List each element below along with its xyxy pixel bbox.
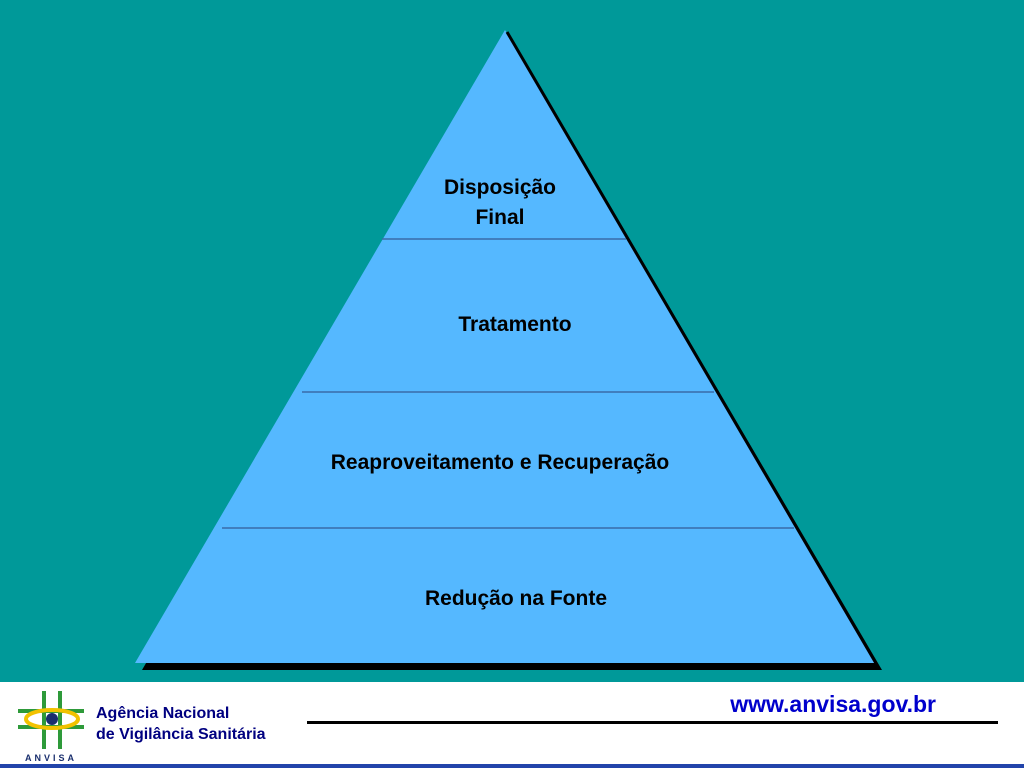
agency-name: Agência Nacional de Vigilância Sanitária <box>96 703 266 745</box>
level-label-line2: Final <box>475 206 525 229</box>
footer: ANVISA Agência Nacional de Vigilância Sa… <box>0 682 1024 768</box>
pyramid-body <box>135 30 875 663</box>
level-reducao-fonte: Redução na Fonte <box>424 587 608 610</box>
anvisa-logo: ANVISA <box>18 691 84 763</box>
agency-name-line1: Agência Nacional <box>96 705 230 722</box>
pyramid-diagram <box>135 30 882 670</box>
svg-text:ANVISA: ANVISA <box>25 753 77 763</box>
level-tratamento: Tratamento <box>458 313 572 336</box>
level-disposicao-final: Disposição Final <box>412 173 588 233</box>
slide-area: Disposição Final Tratamento Reaproveitam… <box>0 0 1024 682</box>
level-label-line1: Disposição <box>443 176 557 199</box>
footer-divider <box>307 721 998 724</box>
pyramid-right-edge <box>505 31 879 666</box>
level-reaproveitamento: Reaproveitamento e Recuperação <box>330 451 670 474</box>
website-link[interactable]: www.anvisa.gov.br <box>730 691 936 717</box>
bottom-strip <box>0 764 1024 768</box>
agency-name-line2: de Vigilância Sanitária <box>96 726 266 743</box>
